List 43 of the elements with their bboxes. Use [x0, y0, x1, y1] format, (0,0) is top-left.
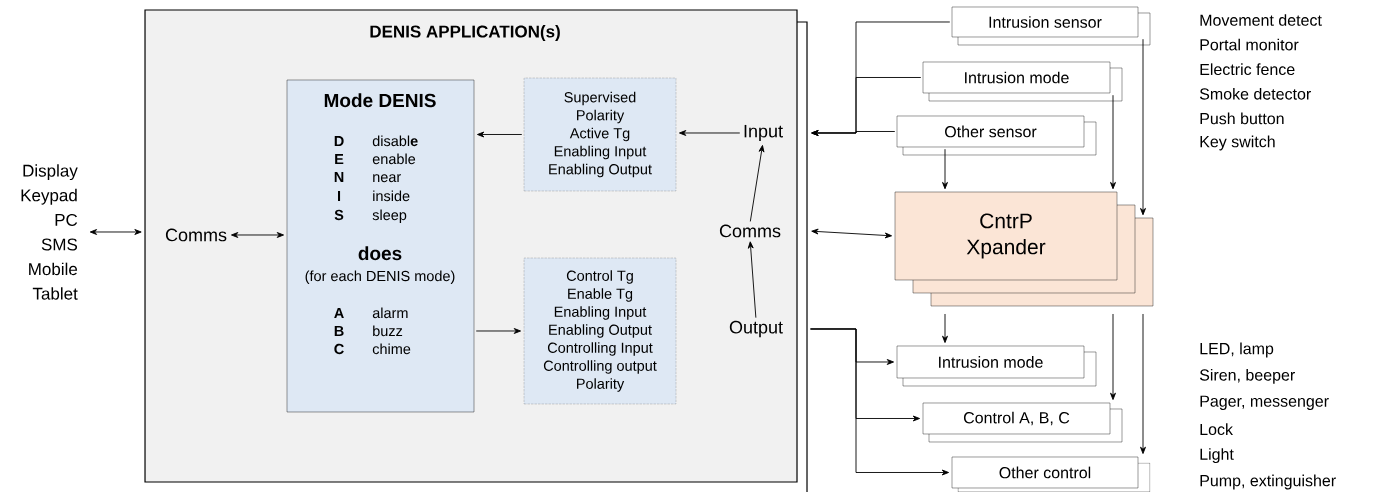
- arrow: [1140, 38, 1146, 216]
- list-label: Electric fence: [1200, 63, 1295, 76]
- arrow: [1110, 94, 1116, 190]
- arrow: [942, 313, 948, 343]
- arrow: [811, 130, 896, 136]
- arrow: [89, 229, 142, 235]
- list-label: Lock: [1200, 423, 1233, 436]
- list-label: Portal monitor: [1200, 38, 1299, 51]
- arrow: [679, 130, 741, 136]
- arrow: [1140, 313, 1146, 454]
- device-list: Display Keypad PC SMS Mobile Tablet: [21, 164, 78, 300]
- io-box: Intrusion sensor: [951, 6, 1151, 46]
- arrow: [749, 145, 765, 222]
- arrow: [811, 228, 893, 239]
- list-label: Light: [1200, 448, 1234, 464]
- list-label: Pager, messenger: [1200, 395, 1329, 410]
- list-label: Key switch: [1200, 135, 1275, 151]
- io-box: Other control: [951, 456, 1151, 492]
- arrow: [747, 241, 757, 319]
- parameter-box: Supervised Polarity Active Tg Enabling Input Enabling Output: [523, 77, 677, 192]
- arrow: [475, 328, 522, 334]
- arrow: [1110, 313, 1116, 400]
- port-label: Comms: [719, 224, 781, 238]
- list-label: Push button: [1200, 112, 1284, 125]
- io-box: Intrusion mode: [922, 61, 1123, 102]
- parameter-box: Control Tg Enable Tg Enabling Input Enabling Output Controlling Input Controlling output Polarity: [523, 257, 677, 405]
- port-label: Input: [744, 124, 783, 142]
- io-box: Control A, B, C: [922, 402, 1123, 443]
- mode-box: Mode DENIS D disable E enable N near I inside S sleep does (for each DENIS mode) A alarm B buzz C chime: [286, 79, 475, 413]
- io-box: Intrusion mode: [896, 345, 1097, 387]
- list-label: Siren, beeper: [1199, 368, 1295, 384]
- port-label: Output: [729, 320, 783, 338]
- controller-box: CntrP Xpander: [894, 191, 1154, 307]
- list-label: Smoke detector: [1199, 87, 1311, 100]
- list-label: Movement detect: [1200, 14, 1322, 26]
- arrow: [477, 131, 523, 138]
- arrow: [942, 148, 948, 190]
- arrow: [231, 232, 285, 238]
- port-label: Comms: [165, 228, 227, 242]
- list-label: LED, lamp: [1200, 342, 1274, 358]
- list-label: Pump, extinguisher: [1200, 474, 1336, 490]
- io-box: Other sensor: [896, 115, 1097, 156]
- arrow: [810, 328, 949, 476]
